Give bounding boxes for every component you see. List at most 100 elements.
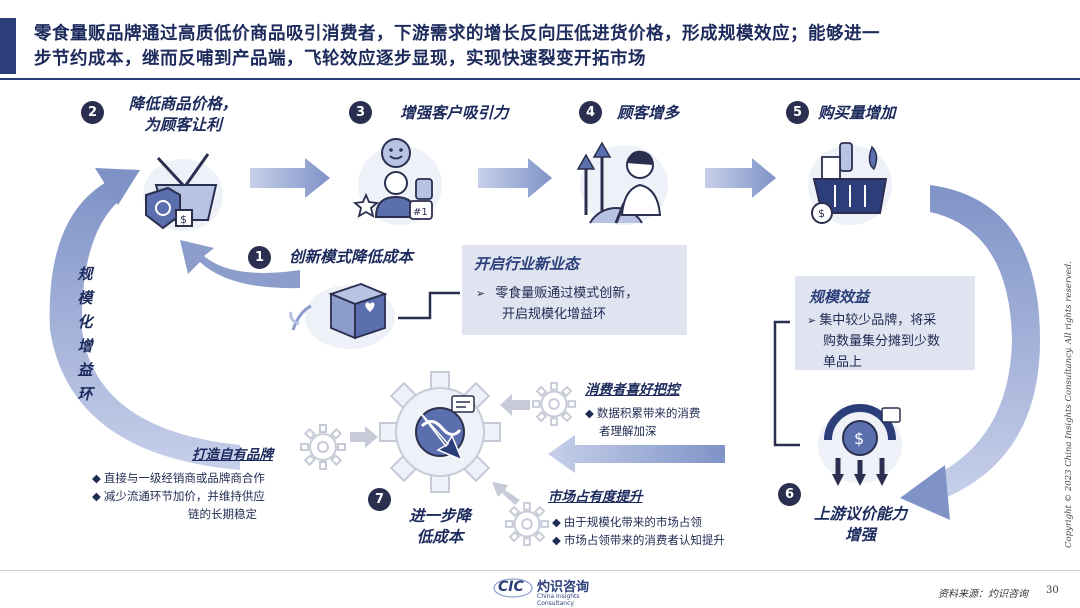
consumer-preference-line-2: 者理解加深 bbox=[599, 424, 657, 438]
page-number: 30 bbox=[1046, 585, 1059, 596]
connector-1-box bbox=[398, 291, 460, 320]
side-char-5: 益 bbox=[77, 361, 93, 379]
bullet-diamond-icon: ◆ bbox=[552, 515, 561, 529]
step-4-label: 顾客增多 bbox=[617, 103, 680, 122]
footer-divider bbox=[0, 570, 1080, 571]
step-7-label-line-2: 低成本 bbox=[416, 527, 464, 546]
side-char-2: 模 bbox=[77, 289, 93, 307]
market-share-line-2: 市场占领带来的消费者认知提升 bbox=[563, 533, 725, 547]
new-industry-line-2: 开启规模化增益环 bbox=[502, 307, 607, 322]
logo-cn-name: 灼识咨询 bbox=[537, 580, 590, 595]
svg-text:#1: #1 bbox=[413, 207, 428, 218]
arrow-1-to-2 bbox=[180, 240, 300, 289]
step-3-badge: 3 bbox=[349, 101, 372, 124]
bullet-diamond-icon: ◆ bbox=[92, 471, 101, 485]
step-7-label-line-1: 进一步降 bbox=[408, 506, 471, 525]
bullet-diamond-icon: ◆ bbox=[585, 406, 594, 420]
step-6-label-line-2: 增强 bbox=[844, 525, 876, 544]
side-char-3: 化 bbox=[77, 313, 93, 331]
product-box-icon bbox=[289, 283, 395, 349]
arc-7-to-2-head bbox=[95, 168, 140, 205]
shopping-basket-icon: $ bbox=[143, 153, 223, 231]
arrow-pref-to-gear bbox=[500, 394, 530, 416]
arrow-share-to-gear bbox=[492, 482, 520, 505]
svg-text:$: $ bbox=[818, 207, 825, 220]
step-2-label-line-1: 降低商品价格， bbox=[128, 94, 238, 113]
connector-scale-6 bbox=[773, 320, 800, 447]
arrow-brand-to-gear bbox=[350, 426, 378, 448]
side-char-4: 增 bbox=[77, 337, 93, 355]
arrow-4-to-5 bbox=[705, 158, 776, 198]
market-share-line-1: 由于规模化带来的市场占领 bbox=[563, 515, 702, 529]
scale-benefit-line-2: 购数量集分摊到少数 bbox=[823, 334, 941, 349]
source-note: 资料来源：灼识咨询 bbox=[938, 589, 1028, 600]
own-brand-line-2: 减少流通环节加价，并维持供应 bbox=[103, 489, 265, 503]
new-industry-title: 开启行业新业态 bbox=[474, 255, 580, 273]
side-char-6: 环 bbox=[77, 385, 93, 403]
new-industry-bullet: ➢ 零食量贩通过模式创新， 开启规模化增益环 bbox=[476, 283, 638, 325]
gear-icon bbox=[531, 381, 577, 427]
svg-text:$: $ bbox=[180, 213, 187, 226]
svg-text:$: $ bbox=[854, 429, 864, 448]
arc-5-to-6-head bbox=[900, 465, 950, 520]
step-4-badge: 4 bbox=[579, 101, 602, 124]
step-5-label: 购买量增加 bbox=[818, 103, 896, 122]
bargaining-power-icon: $ bbox=[818, 404, 902, 486]
step-7-label: 进一步降 低成本 bbox=[400, 505, 480, 547]
bullet-diamond-icon: ◆ bbox=[552, 533, 561, 547]
step-6-badge: 6 bbox=[778, 483, 801, 506]
scale-benefit-box: 规模效益 ➢集中较少品牌，将采 购数量集分摊到少数 单品上 bbox=[795, 276, 975, 370]
step-6-label: 上游议价能力 增强 bbox=[803, 503, 918, 545]
side-char-1: 规 bbox=[77, 265, 93, 283]
market-share-title: 市场占有度提升 bbox=[548, 489, 643, 505]
logo-mark: CIC bbox=[498, 579, 524, 595]
cic-logo-icon bbox=[493, 578, 533, 598]
cic-logo: CIC 灼识咨询 China Insights Consultancy bbox=[493, 575, 613, 607]
arrow-6-to-7 bbox=[548, 435, 725, 473]
new-industry-line-1: 零食量贩通过模式创新， bbox=[495, 286, 639, 301]
step-2-label: 降低商品价格， 为顾客让利 bbox=[118, 93, 248, 135]
own-brand-bullets: ◆直接与一级经销商或品牌商合作 ◆减少流通环节加价，并维持供应 链的长期稳定 bbox=[92, 469, 307, 523]
bullet-arrow-icon: ➢ bbox=[807, 314, 817, 327]
scale-benefit-title: 规模效益 bbox=[809, 288, 870, 306]
new-industry-box: 开启行业新业态 ➢ 零食量贩通过模式创新， 开启规模化增益环 bbox=[462, 245, 687, 335]
customer-attraction-icon: #1 bbox=[352, 138, 442, 225]
gear-icon bbox=[504, 501, 550, 547]
arc-5-to-6 bbox=[930, 185, 1040, 500]
purchase-cart-icon: $ bbox=[808, 142, 892, 225]
cost-reduction-gear-icon bbox=[379, 371, 501, 493]
own-brand-title: 打造自有品牌 bbox=[192, 447, 273, 463]
step-2-badge: 2 bbox=[81, 101, 104, 124]
step-2-label-line-2: 为顾客让利 bbox=[144, 115, 222, 134]
copyright-notice: Copyright © 2023 China Insights Consulta… bbox=[1064, 261, 1074, 548]
gear-icon bbox=[300, 424, 346, 470]
header-divider bbox=[0, 78, 1080, 80]
step-5-badge: 5 bbox=[786, 101, 809, 124]
step-7-badge: 7 bbox=[368, 488, 391, 511]
bullet-diamond-icon: ◆ bbox=[92, 489, 101, 503]
market-share-bullets: ◆由于规模化带来的市场占领 ◆市场占领带来的消费者认知提升 bbox=[552, 513, 768, 549]
arrow-2-to-3 bbox=[250, 158, 330, 198]
step-1-label: 创新模式降低成本 bbox=[289, 247, 414, 266]
consumer-preference-bullet: ◆数据积累带来的消费 者理解加深 bbox=[585, 404, 745, 440]
arc-7-to-2 bbox=[49, 180, 241, 470]
own-brand-block: 打造自有品牌 ◆直接与一级经销商或品牌商合作 ◆减少流通环节加价，并维持供应 链… bbox=[92, 443, 307, 523]
scale-gain-loop-label: 规 模 化 增 益 环 bbox=[73, 262, 97, 406]
step-3-label: 增强客户吸引力 bbox=[400, 103, 509, 122]
scale-benefit-bullet: ➢集中较少品牌，将采 购数量集分摊到少数 单品上 bbox=[807, 310, 940, 373]
own-brand-line-1: 直接与一级经销商或品牌商合作 bbox=[103, 471, 265, 485]
consumer-preference-title: 消费者喜好把控 bbox=[585, 382, 680, 398]
headline-line-2: 步节约成本，继而反哺到产品端，飞轮效应逐步显现，实现快速裂变开拓市场 bbox=[34, 49, 646, 69]
arrow-3-to-4 bbox=[478, 158, 552, 198]
bullet-arrow-icon: ➢ bbox=[476, 287, 486, 300]
scale-benefit-line-3: 单品上 bbox=[823, 355, 863, 370]
page-headline: 零食量贩品牌通过高质低价商品吸引消费者，下游需求的增长反向压低进货价格，形成规模… bbox=[34, 22, 1034, 72]
consumer-preference-line-1: 数据积累带来的消费 bbox=[596, 406, 701, 420]
step-1-badge: 1 bbox=[248, 246, 271, 269]
step-6-label-line-1: 上游议价能力 bbox=[813, 504, 907, 523]
title-accent-bar bbox=[0, 18, 16, 74]
consumer-preference-block: 消费者喜好把控 ◆数据积累带来的消费 者理解加深 bbox=[585, 378, 745, 440]
customer-growth-icon bbox=[576, 141, 668, 225]
logo-en-name: China Insights Consultancy bbox=[537, 593, 580, 607]
